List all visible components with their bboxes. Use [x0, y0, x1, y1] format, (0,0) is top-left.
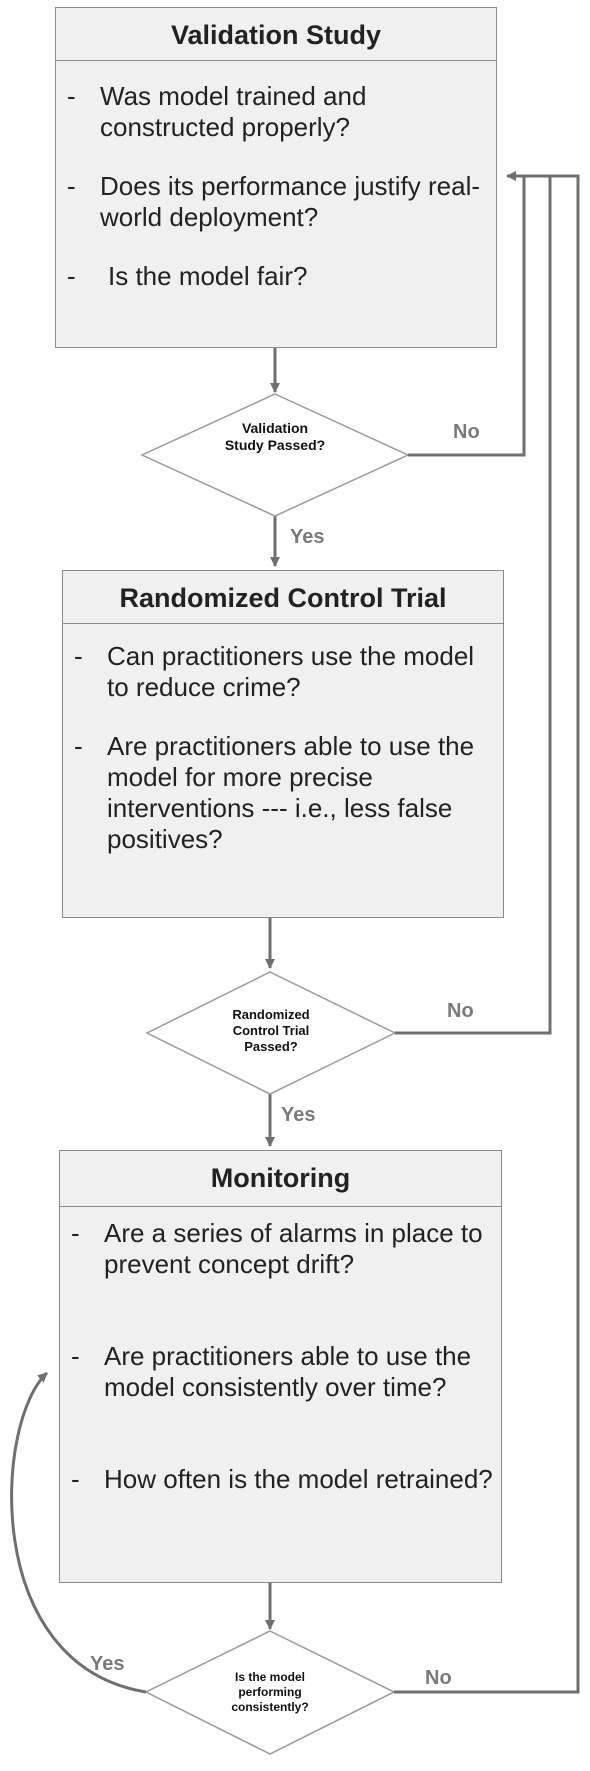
validation-decision-diamond: [140, 393, 410, 517]
monitoring-decision-label: Is the model performing consistently?: [231, 1670, 309, 1714]
rct-decision-label: Randomized Control Trial Passed?: [232, 1007, 310, 1054]
monitoring-title: Monitoring: [60, 1151, 501, 1207]
rct-yes-label: Yes: [281, 1104, 316, 1126]
monitoring-yes-loop: [10, 1371, 147, 1694]
rct-decision-diamond: [145, 971, 397, 1095]
validation-study-box: Validation Study - Was model trained and…: [55, 7, 497, 348]
monitoring-no-path: [394, 174, 580, 1694]
monitoring-decision-diamond: [144, 1630, 396, 1755]
rct-box: Randomized Control Trial - Can practitio…: [62, 570, 504, 918]
validation-decision-label: Validation Study Passed?: [224, 420, 326, 453]
rct-no-label: No: [447, 1000, 474, 1022]
rct-title: Randomized Control Trial: [63, 571, 503, 624]
monitoring-yes-label: Yes: [90, 1653, 125, 1675]
validation-study-title: Validation Study: [56, 8, 496, 61]
validation-yes-label: Yes: [290, 526, 325, 548]
monitoring-box: Monitoring - Are a series of alarms in p…: [59, 1150, 502, 1583]
monitoring-no-label: No: [425, 1667, 452, 1689]
validation-no-label: No: [453, 421, 480, 443]
